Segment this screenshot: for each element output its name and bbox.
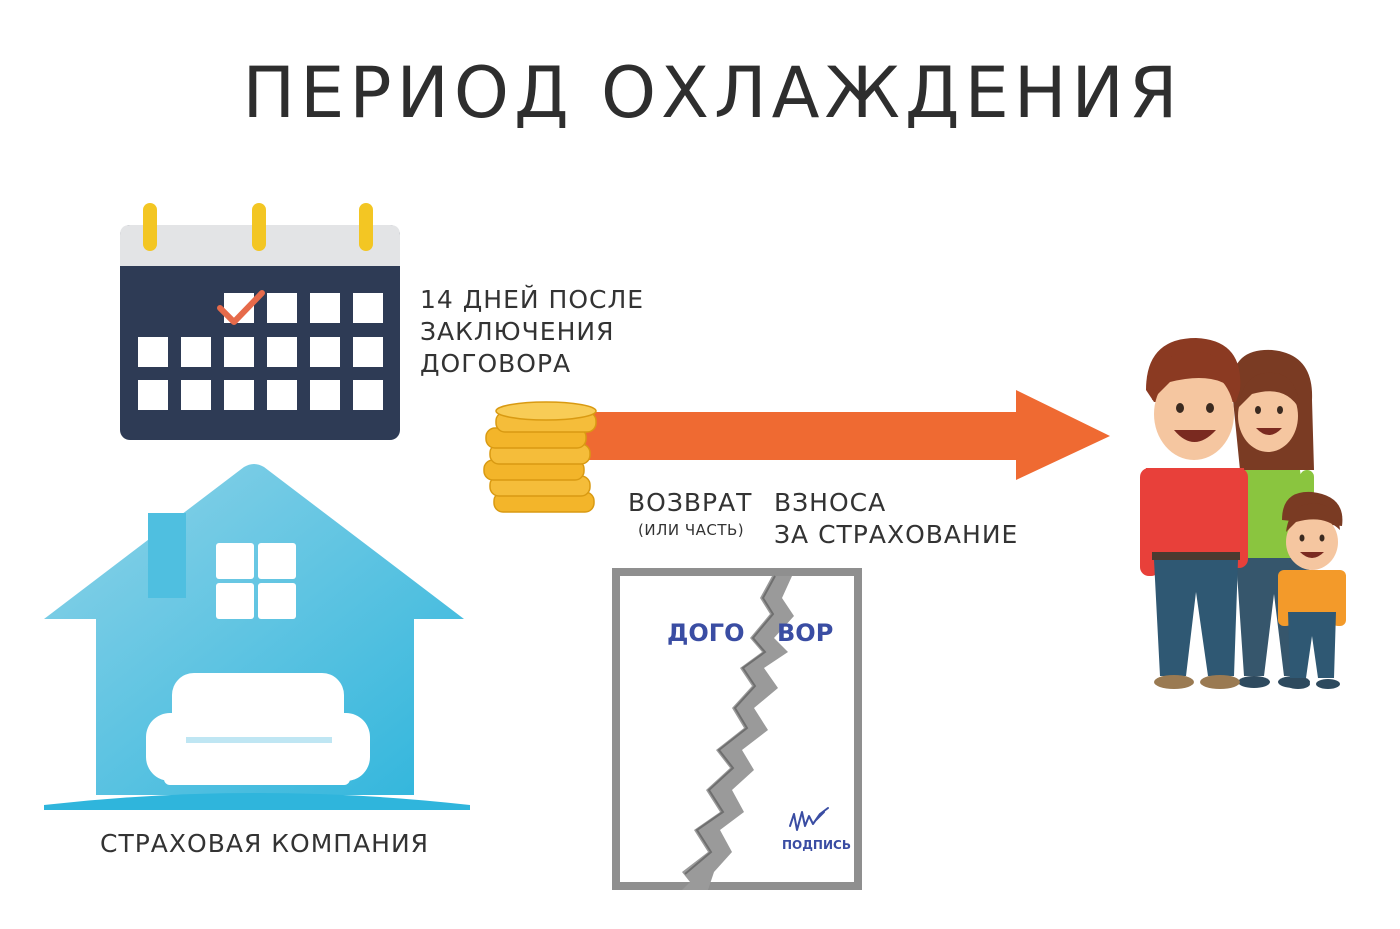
torn-contract-icon [612, 568, 862, 890]
calendar-caption-line: 14 ДНЕЙ ПОСЛЕ [420, 285, 645, 314]
contract-title-left: ДОГО [667, 619, 745, 647]
page-title: ПЕРИОД ОХЛАЖДЕНИЯ [242, 52, 1183, 134]
calendar-icon [120, 203, 400, 440]
refund-word: ВОЗВРАТ [628, 488, 753, 517]
signature-icon [789, 807, 829, 831]
house-icon [44, 464, 470, 810]
contract-title-right: ВОР [777, 619, 834, 647]
calendar-caption: 14 ДНЕЙ ПОСЛЕ ЗАКЛЮЧЕНИЯ ДОГОВОРА [420, 284, 644, 380]
coins-icon [483, 401, 597, 513]
signature-label: ПОДПИСЬ [782, 838, 851, 852]
refund-note: (ИЛИ ЧАСТЬ) [638, 521, 745, 539]
refund-line: ЗА СТРАХОВАНИЕ [774, 520, 1019, 549]
arrow-right-icon [560, 390, 1110, 480]
company-label: СТРАХОВАЯ КОМПАНИЯ [100, 829, 430, 858]
family-icon [1140, 338, 1346, 689]
refund-line: ВЗНОСА [774, 488, 887, 517]
calendar-caption-line: ЗАКЛЮЧЕНИЯ [420, 317, 615, 346]
calendar-caption-line: ДОГОВОРА [420, 349, 572, 378]
